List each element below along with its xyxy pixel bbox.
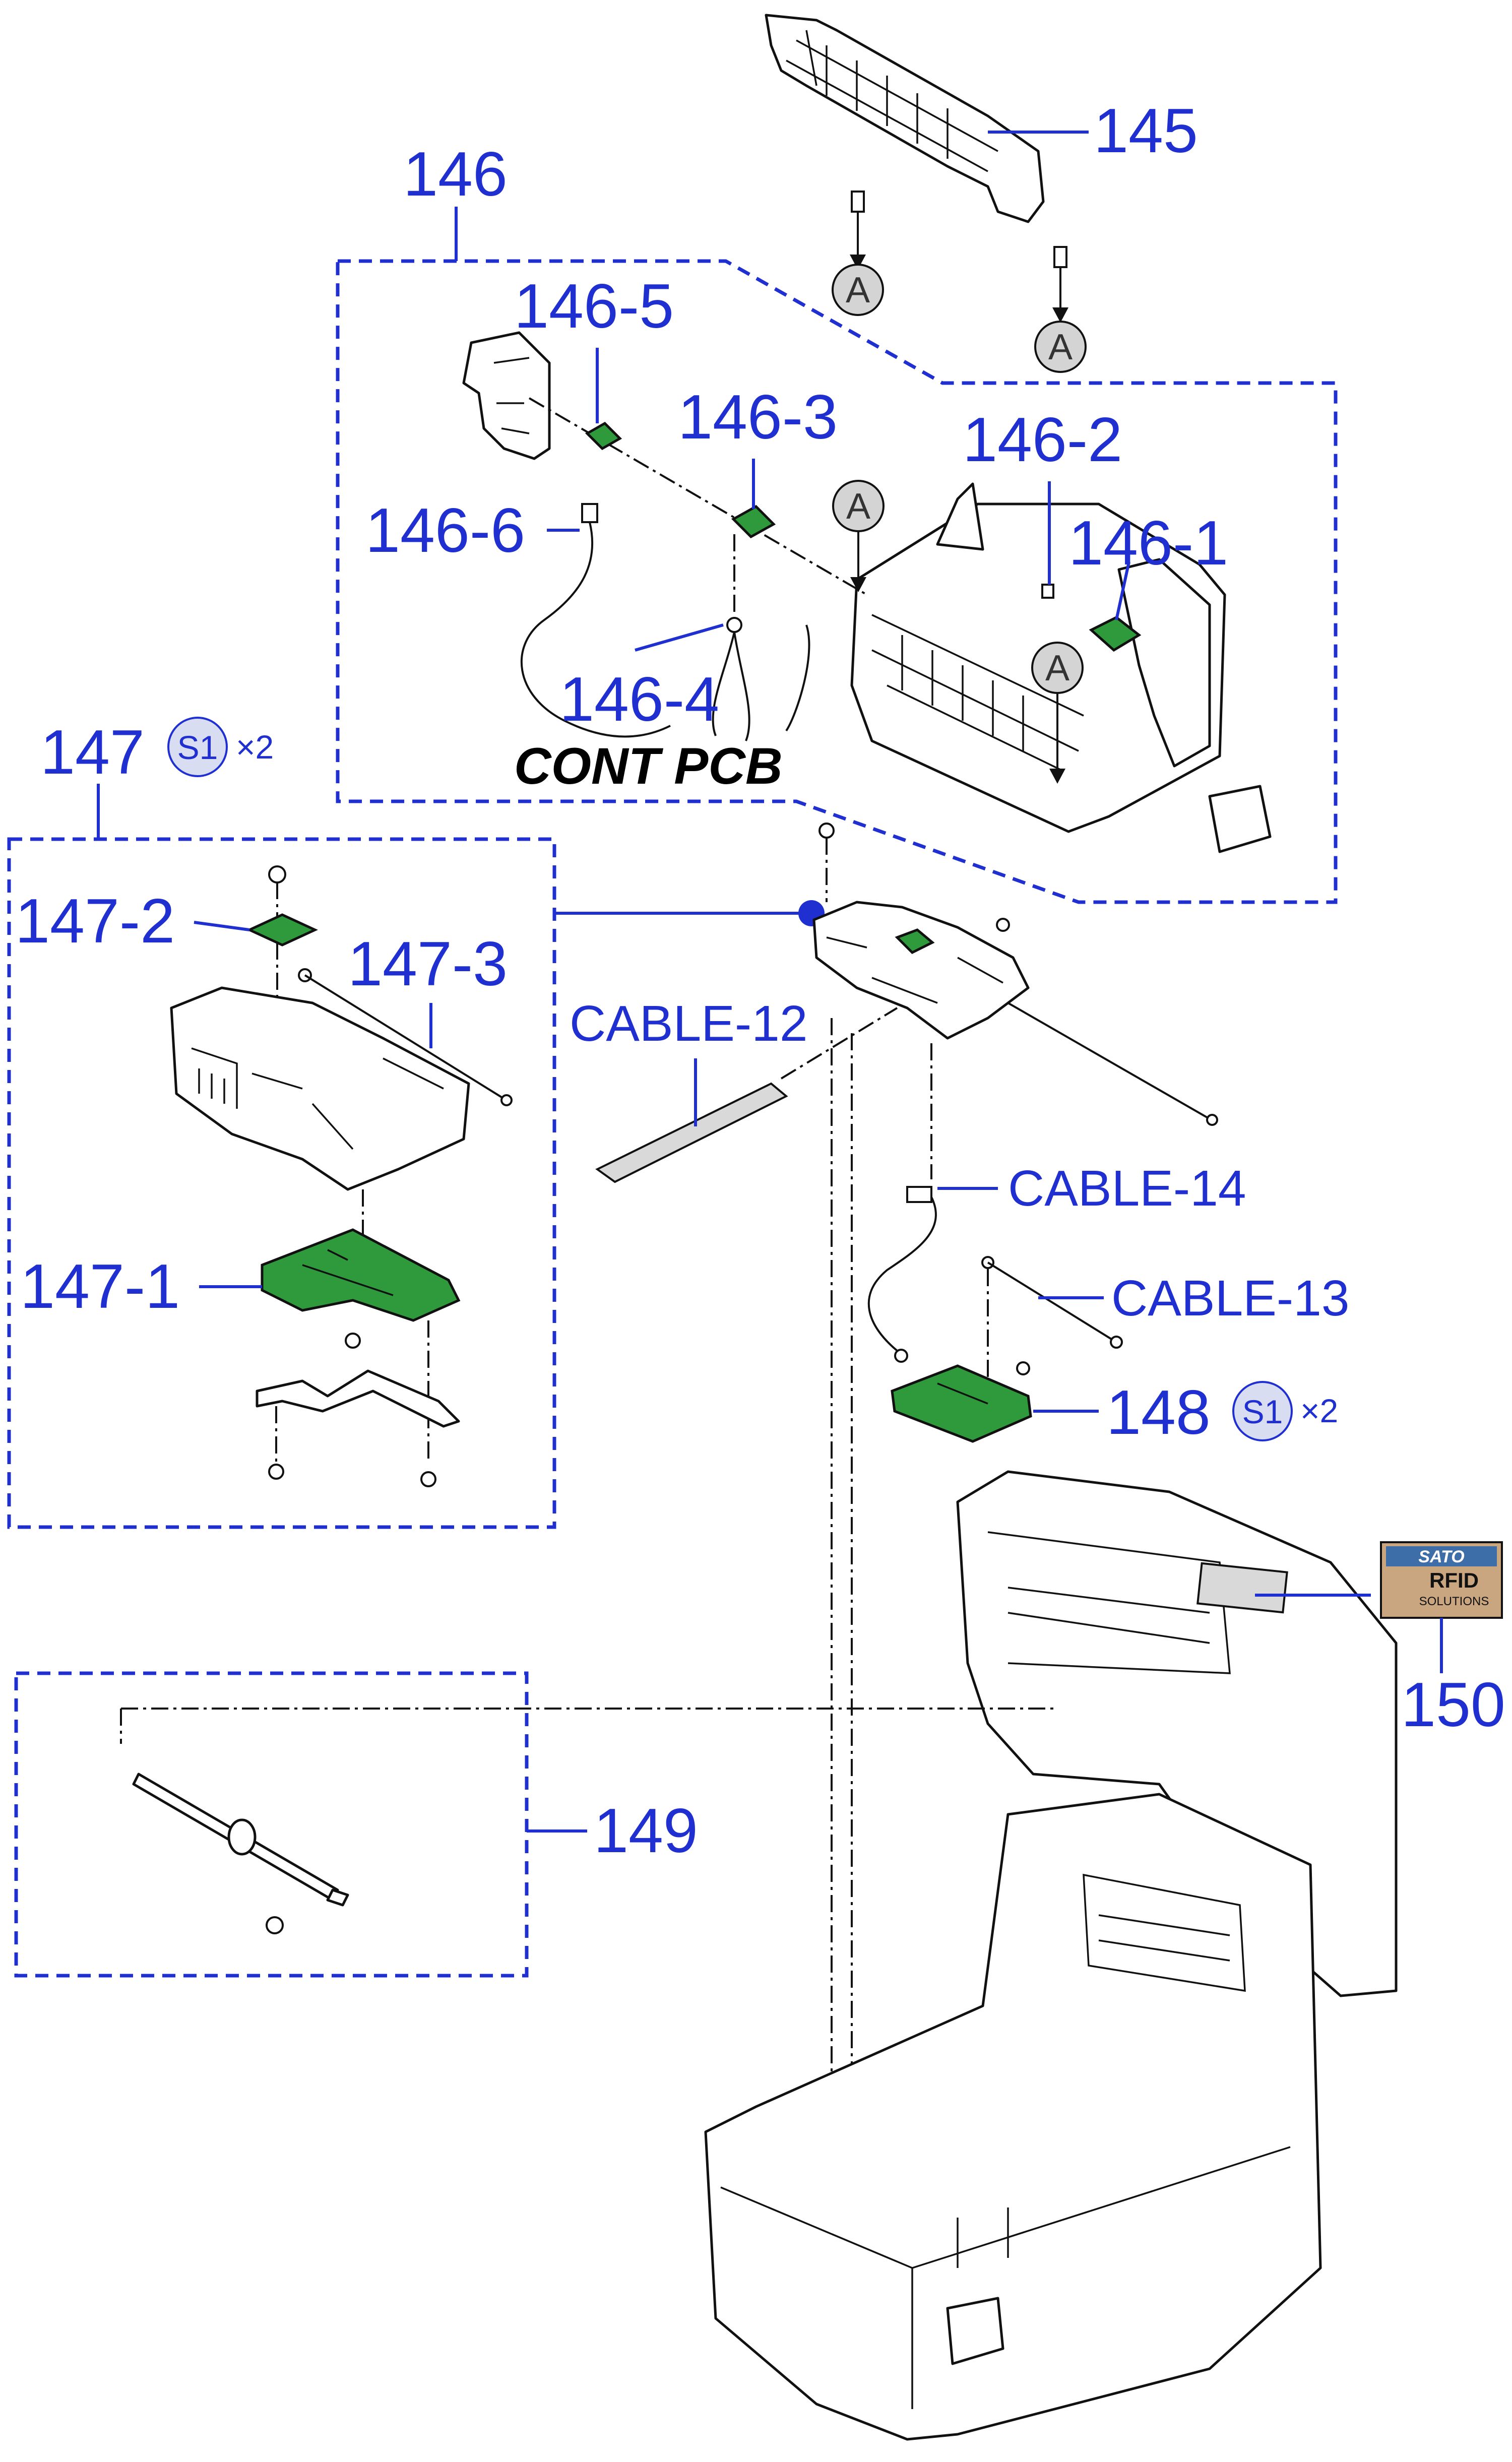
part-147-1-pcb — [261, 1228, 461, 1322]
logo-line1: RFID — [1429, 1568, 1479, 1592]
cable12-axis — [780, 1007, 898, 1080]
cable-12 — [595, 1082, 788, 1183]
cable-13 — [981, 1256, 1123, 1391]
part-146-5-sensor — [585, 421, 622, 451]
label-146-4: 146-4 — [559, 665, 719, 734]
part-146-3-sensor — [731, 504, 776, 539]
label-cable-12: CABLE-12 — [570, 995, 807, 1052]
label-cable-14: CABLE-14 — [1008, 1160, 1246, 1217]
screws-a — [850, 191, 1068, 323]
shaft-axis — [528, 397, 868, 596]
part-150-rfid-logo: SATO RFID SOLUTIONS — [1380, 1541, 1503, 1619]
printer-body — [704, 1470, 1398, 2441]
marker-a-2: A — [1034, 321, 1087, 373]
group-147-boundary — [7, 837, 556, 1529]
part-146-4-harness — [712, 534, 810, 741]
label-145: 145 — [1094, 96, 1198, 166]
svg-text:A: A — [846, 270, 870, 310]
part-146-6-harness — [520, 503, 671, 738]
badge-s1-148: S1 — [1232, 1381, 1293, 1441]
label-146: 146 — [403, 140, 508, 209]
part-145-cover — [765, 14, 1045, 223]
svg-text:A: A — [1048, 327, 1073, 367]
part-147-3-cable — [298, 968, 513, 1106]
label-146-1: 146-1 — [1068, 509, 1228, 578]
label-146-6: 146-6 — [365, 496, 525, 565]
svg-text:A: A — [1045, 648, 1069, 688]
leader-146-4 — [635, 623, 724, 652]
logo-brand: SATO — [1418, 1547, 1464, 1566]
part-147-bracket — [256, 1320, 460, 1487]
label-150: 150 — [1401, 1670, 1505, 1740]
qty-147: ×2 — [236, 728, 274, 766]
part-149-shaft — [132, 1773, 349, 1934]
part-146-2-clip — [1041, 584, 1054, 599]
cable-14 — [867, 1186, 937, 1352]
group-149-boundary — [14, 1671, 529, 1978]
part-147-2-pcb — [246, 865, 318, 1008]
label-147: 147 — [40, 718, 145, 787]
marker-a-1: A — [832, 264, 884, 316]
marker-a-4: A — [1031, 642, 1084, 784]
side-plate-146 — [462, 331, 551, 460]
svg-text:S1: S1 — [177, 729, 218, 766]
leader-146-1 — [1115, 561, 1130, 620]
label-147-2: 147-2 — [15, 887, 175, 956]
leader-147-2 — [194, 921, 250, 931]
cont-pcb-label: CONT PCB — [514, 737, 783, 795]
marker-a-3: A — [832, 480, 885, 592]
label-147-1: 147-1 — [20, 1252, 180, 1321]
label-146-2: 146-2 — [963, 405, 1122, 475]
group-146-boundary — [336, 259, 1338, 904]
badge-s1-147: S1 — [167, 717, 228, 777]
logo-line2: SOLUTIONS — [1419, 1595, 1489, 1608]
center-assembly — [812, 823, 1218, 1126]
part-146-1-sensor — [1089, 616, 1142, 652]
label-146-5: 146-5 — [514, 272, 674, 341]
label-148: 148 — [1106, 1378, 1211, 1447]
label-146-3: 146-3 — [678, 383, 838, 452]
part-147-housing — [170, 986, 470, 1191]
svg-text:S1: S1 — [1242, 1393, 1283, 1430]
part-148-rfid-board — [891, 1349, 1032, 1443]
qty-148: ×2 — [1300, 1392, 1338, 1429]
label-cable-13: CABLE-13 — [1111, 1270, 1349, 1327]
svg-text:A: A — [846, 486, 870, 527]
label-149: 149 — [594, 1796, 698, 1866]
label-147-3: 147-3 — [348, 929, 508, 999]
